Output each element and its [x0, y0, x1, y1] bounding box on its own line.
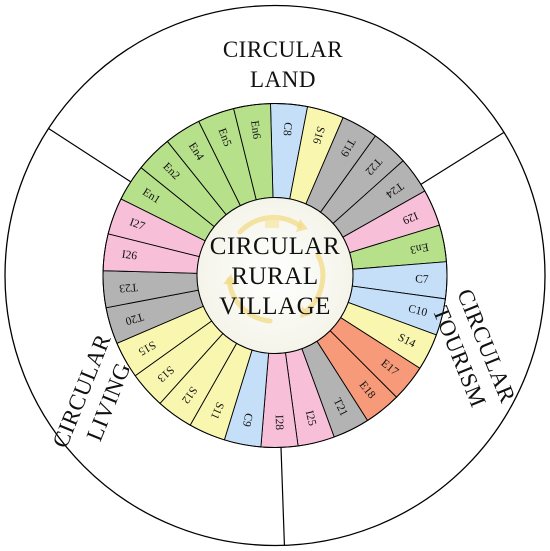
divider-tourism-living	[280, 447, 286, 546]
segment-label-i26: I26	[121, 249, 138, 263]
segment-label-c7: C7	[415, 273, 429, 285]
segment-label-c9: C9	[240, 412, 254, 428]
segment-label-i28: I28	[273, 415, 285, 431]
sector-dividers	[48, 127, 505, 546]
divider-living-land	[48, 127, 132, 183]
segment-ring-inner-boundary	[102, 103, 448, 448]
segment-label-i25: I25	[303, 409, 318, 427]
sector-title-land: CIRCULAR LAND	[223, 37, 343, 92]
segment-label-s16: S16	[310, 125, 327, 146]
segment-label-i27: I27	[128, 216, 147, 233]
recycle-arrows-icon	[223, 215, 326, 324]
segment-label-en3: En3	[409, 240, 430, 255]
center-title-line-3: VILLAGE	[219, 293, 331, 320]
sector-title-land-line-2: LAND	[250, 67, 316, 92]
center-title: CIRCULAR RURAL VILLAGE	[210, 233, 340, 320]
center-title-line-2: RURAL	[231, 263, 318, 290]
center-disc	[196, 197, 354, 354]
sector-title-land-line-1: CIRCULAR	[223, 37, 343, 62]
segment-label-t23: T23	[119, 281, 139, 294]
center-title-line-1: CIRCULAR	[210, 233, 340, 260]
segment-label-c10: C10	[407, 303, 429, 319]
divider-land-tourism	[420, 131, 505, 185]
segment-label-t20: T20	[124, 310, 145, 327]
segment-label-c8: C8	[281, 122, 294, 137]
segment-label-i29: I29	[400, 209, 419, 226]
segment-label-en6: En6	[248, 120, 262, 140]
